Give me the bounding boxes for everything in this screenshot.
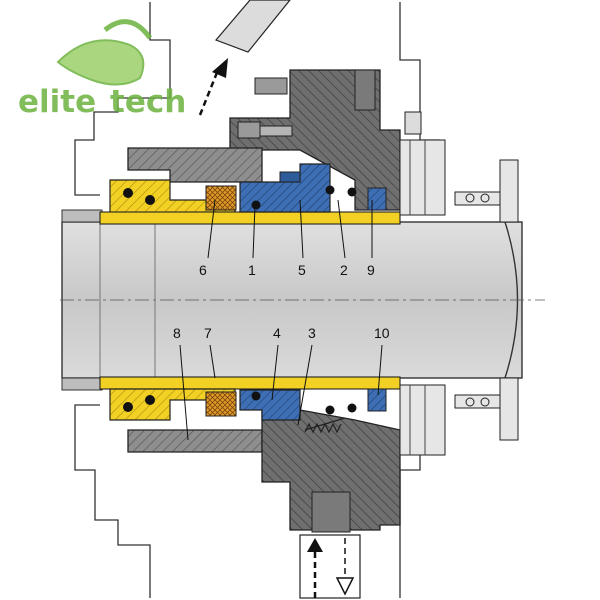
callout-9: 9 xyxy=(367,262,375,278)
callout-4: 4 xyxy=(273,325,281,341)
callout-6: 6 xyxy=(199,262,207,278)
callout-2: 2 xyxy=(340,262,348,278)
shaft xyxy=(60,209,545,391)
callout-3: 3 xyxy=(308,325,316,341)
leader-lines xyxy=(179,199,383,441)
flush-ports-bottom xyxy=(299,534,361,599)
callout-8: 8 xyxy=(173,325,181,341)
callout-10: 10 xyxy=(374,325,390,341)
flush-inlet-top xyxy=(198,0,291,116)
callout-1: 1 xyxy=(248,262,256,278)
elite-tech-logo: elite tech xyxy=(18,19,186,120)
upper-section xyxy=(99,69,519,225)
logo-wordmark-tech: tech xyxy=(110,84,186,120)
logo-wordmark-elite: elite xyxy=(18,84,96,120)
callouts-top: 6 1 5 2 9 xyxy=(199,262,375,278)
callout-7: 7 xyxy=(204,325,212,341)
callout-5: 5 xyxy=(298,262,306,278)
leaf-icon xyxy=(56,39,145,86)
lower-section xyxy=(99,376,519,533)
callouts-bottom: 8 7 4 3 10 xyxy=(173,325,390,341)
